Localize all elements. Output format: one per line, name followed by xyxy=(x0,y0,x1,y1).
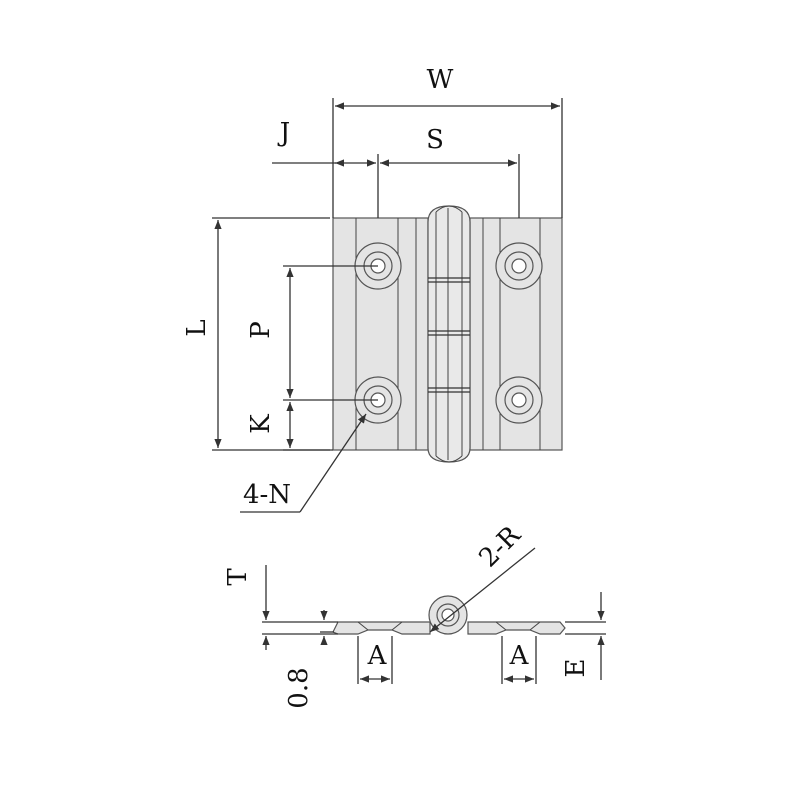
label-0-8: 0.8 xyxy=(284,667,314,708)
label-w: W xyxy=(427,65,454,95)
dimension-a-right: A xyxy=(501,636,537,684)
label-t: T xyxy=(223,568,253,586)
label-k: K xyxy=(246,414,276,434)
hole-top-right xyxy=(495,242,543,290)
side-left-leaf xyxy=(332,621,431,635)
dimension-t: T xyxy=(223,565,338,650)
hinge-side-view: 2-R T 0.8 A A xyxy=(223,520,606,709)
label-4n: 4-N xyxy=(243,480,291,510)
leader-4n: 4-N xyxy=(240,413,367,513)
label-2r: 2-R xyxy=(474,520,528,574)
pin-top-cap xyxy=(435,205,463,213)
pin-bottom-cap xyxy=(435,455,463,463)
label-j: J xyxy=(277,118,290,148)
hinge-top-view: W J S L P K xyxy=(182,65,563,513)
dimension-a-left: A xyxy=(357,636,393,684)
dimension-j-s: J S xyxy=(272,118,520,218)
hinge-knuckle xyxy=(427,205,471,463)
dimension-0-8: 0.8 xyxy=(284,610,334,709)
label-a-right: A xyxy=(509,641,530,671)
label-a-left: A xyxy=(367,641,388,671)
dimension-e: E xyxy=(561,592,606,680)
dimension-w: W xyxy=(332,65,563,218)
hole-bottom-right xyxy=(495,376,543,424)
side-right-leaf xyxy=(467,621,566,635)
label-p: P xyxy=(246,321,276,339)
label-s: S xyxy=(426,125,444,155)
dimension-p-k: P K xyxy=(246,265,378,451)
label-e: E xyxy=(561,659,591,678)
label-l: L xyxy=(182,319,212,336)
